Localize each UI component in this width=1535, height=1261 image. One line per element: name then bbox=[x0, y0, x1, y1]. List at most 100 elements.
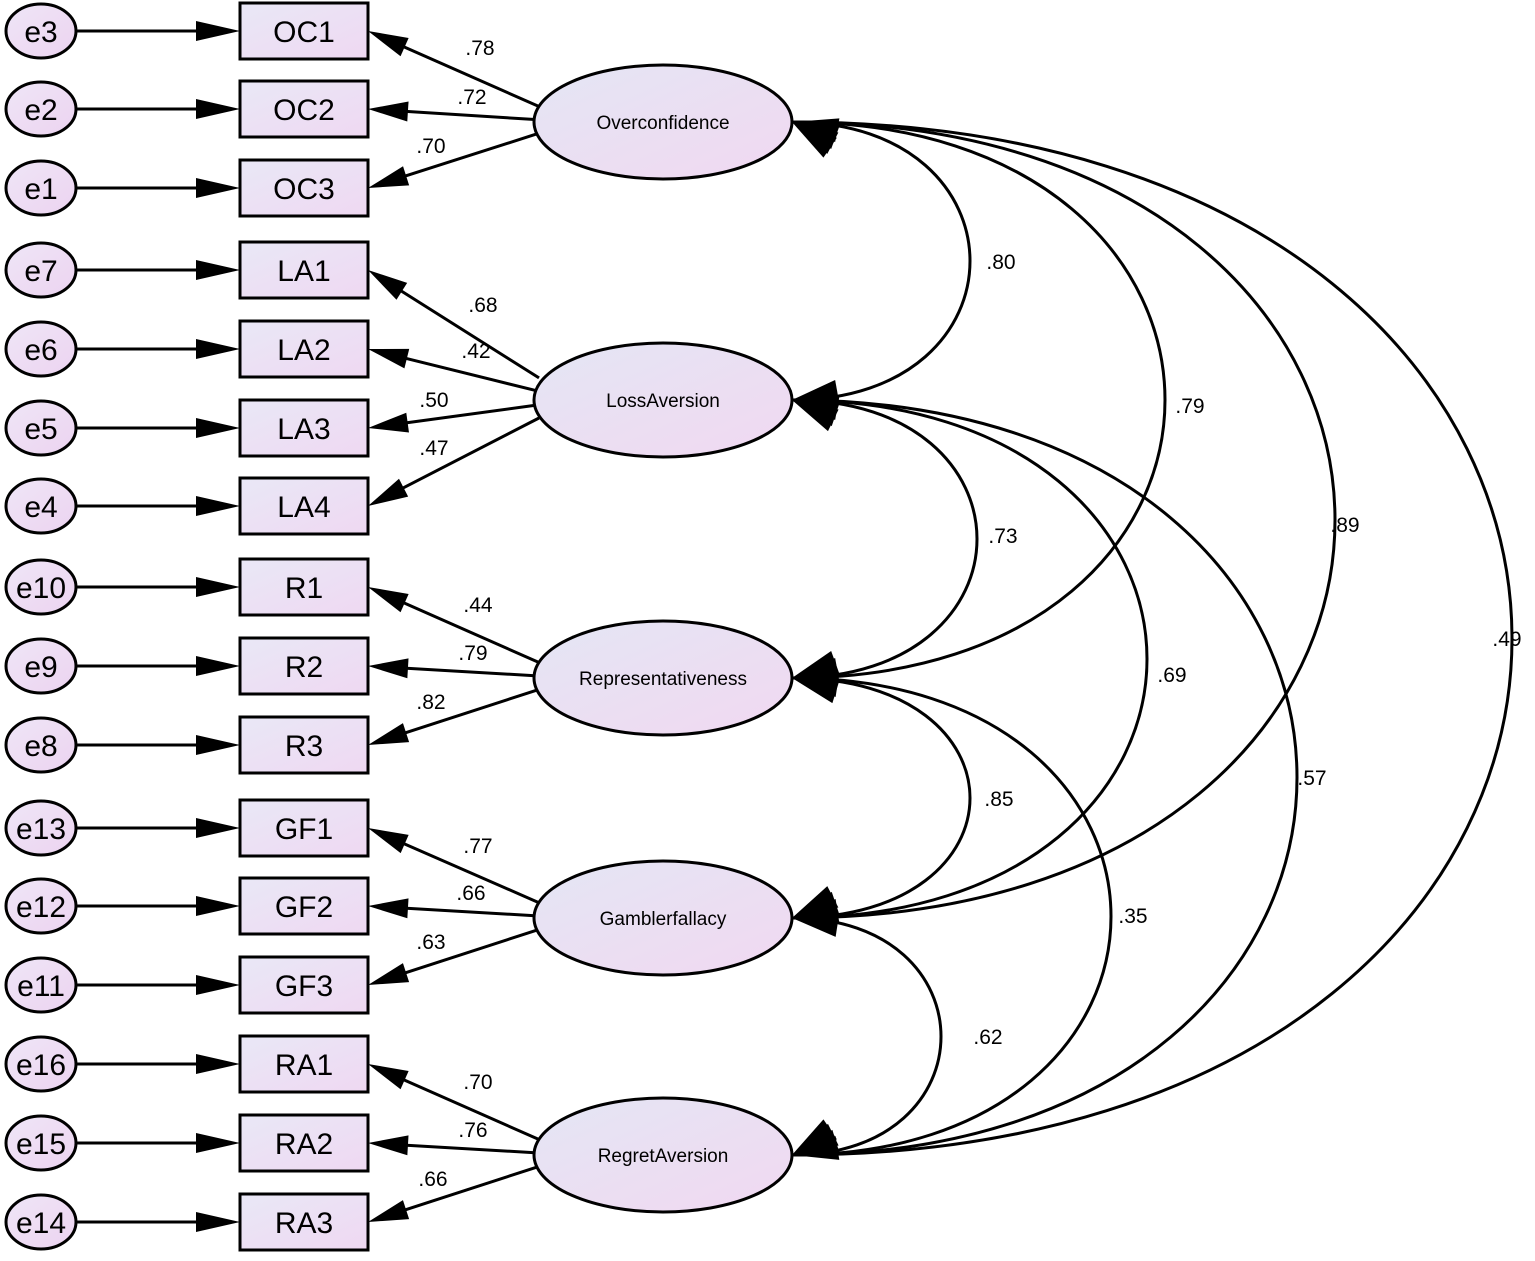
latent-regretaversion bbox=[532, 1096, 794, 1214]
error-node-e12 bbox=[4, 877, 78, 935]
arrowhead-ra1 bbox=[368, 1064, 409, 1090]
correlation-value-oc-ra: .49 bbox=[1492, 628, 1521, 651]
error-node-e15 bbox=[4, 1114, 78, 1172]
loading-value-ra3: .66 bbox=[418, 1168, 447, 1191]
arrowhead-la1 bbox=[368, 270, 408, 300]
error-node-e4 bbox=[4, 477, 78, 535]
loading-value-la3: .50 bbox=[419, 389, 448, 412]
arrowhead-oc2 bbox=[368, 101, 409, 122]
indicator-label-ra2: RA2 bbox=[275, 1128, 333, 1161]
arrowhead-e10 bbox=[196, 577, 240, 597]
loading-value-r2: .79 bbox=[458, 642, 487, 665]
indicator-box-gf2 bbox=[238, 876, 370, 936]
arrowhead-e4 bbox=[196, 496, 240, 516]
indicator-label-oc1: OC1 bbox=[273, 16, 335, 49]
indicator-box-la3 bbox=[238, 398, 370, 458]
indicator-box-gf3 bbox=[238, 955, 370, 1015]
indicator-box-ra3 bbox=[238, 1192, 370, 1252]
error-label-e6: e6 bbox=[24, 334, 57, 367]
indicator-box-la2 bbox=[238, 319, 370, 379]
loading-path-gf3 bbox=[396, 927, 540, 978]
arrowhead-e16 bbox=[196, 1054, 240, 1074]
correlation-arc-gf-ra bbox=[791, 916, 943, 1157]
error-label-e11: e11 bbox=[17, 970, 65, 1003]
error-label-e9: e9 bbox=[24, 651, 57, 684]
indicator-label-gf2: GF2 bbox=[275, 891, 333, 924]
arrowhead-r3 bbox=[368, 723, 410, 745]
arrowhead-oc3 bbox=[368, 166, 410, 188]
latent-overconfidence bbox=[532, 63, 794, 181]
error-node-e16 bbox=[4, 1035, 78, 1093]
error-label-e4: e4 bbox=[24, 491, 57, 524]
arrowhead-e13 bbox=[196, 818, 240, 838]
error-node-e14 bbox=[4, 1193, 78, 1251]
loading-value-la1: .68 bbox=[468, 294, 497, 317]
loading-path-oc1 bbox=[394, 41, 540, 108]
loading-path-r3 bbox=[396, 687, 540, 738]
loading-path-ra1 bbox=[394, 1074, 540, 1141]
arrowhead-la4 bbox=[368, 478, 409, 506]
correlation-arc-r-ra bbox=[791, 676, 1113, 1157]
correlation-arc-oc-la bbox=[791, 120, 972, 402]
error-node-e9 bbox=[4, 637, 78, 695]
loading-value-oc2: .72 bbox=[457, 86, 486, 109]
indicator-label-r1: R1 bbox=[285, 572, 323, 605]
arrowhead-gf1 bbox=[368, 828, 409, 854]
indicator-box-ra2 bbox=[238, 1113, 370, 1173]
arrowhead-la2 bbox=[368, 348, 410, 369]
measurement-paths bbox=[76, 21, 540, 1232]
arrowhead-e9 bbox=[196, 656, 240, 676]
error-node-e7 bbox=[4, 241, 78, 299]
loading-path-ra3 bbox=[396, 1164, 540, 1215]
correlation-value-gf-ra: .62 bbox=[973, 1026, 1002, 1049]
arc-arrowhead-la-ra-start bbox=[792, 400, 839, 432]
arc-arrowhead-gf-ra-start bbox=[792, 913, 840, 937]
loading-path-ra2 bbox=[397, 1143, 540, 1155]
latent-label-regretaversion: RegretAversion bbox=[598, 1146, 729, 1167]
indicator-box-oc1 bbox=[238, 1, 370, 61]
loading-path-r1 bbox=[394, 597, 540, 664]
error-node-e1 bbox=[4, 159, 78, 217]
correlation-arc-la-gf bbox=[791, 398, 1149, 920]
loading-value-gf2: .66 bbox=[456, 882, 485, 905]
error-label-e15: e15 bbox=[16, 1128, 66, 1161]
arrowhead-e12 bbox=[196, 896, 240, 916]
correlation-value-la-gf: .69 bbox=[1157, 664, 1186, 687]
error-label-e13: e13 bbox=[16, 813, 66, 846]
arrowhead-e2 bbox=[196, 99, 240, 119]
error-node-e5 bbox=[4, 399, 78, 457]
loading-path-r2 bbox=[397, 666, 540, 678]
indicator-label-r2: R2 bbox=[285, 651, 323, 684]
loading-value-gf3: .63 bbox=[416, 931, 445, 954]
correlation-arc-la-r bbox=[791, 398, 979, 680]
error-node-e2 bbox=[4, 80, 78, 138]
arrowhead-e6 bbox=[196, 339, 240, 359]
loading-path-gf2 bbox=[397, 906, 540, 918]
error-node-e13 bbox=[4, 799, 78, 857]
indicator-label-la3: LA3 bbox=[277, 413, 330, 446]
arrowhead-e15 bbox=[196, 1133, 240, 1153]
error-label-e8: e8 bbox=[24, 730, 57, 763]
error-label-e3: e3 bbox=[24, 16, 57, 49]
arrowhead-e11 bbox=[196, 975, 240, 995]
indicator-label-ra1: RA1 bbox=[275, 1049, 333, 1082]
indicator-label-r3: R3 bbox=[285, 730, 323, 763]
arrowhead-r1 bbox=[368, 587, 409, 613]
arrowhead-oc1 bbox=[368, 31, 409, 57]
indicator-label-ra3: RA3 bbox=[275, 1207, 333, 1240]
arrowhead-e7 bbox=[196, 260, 240, 280]
loading-path-gf1 bbox=[394, 838, 540, 905]
indicator-label-la2: LA2 bbox=[277, 334, 330, 367]
loading-value-la4: .47 bbox=[419, 437, 448, 460]
arrowhead-la3 bbox=[368, 412, 409, 433]
error-node-e6 bbox=[4, 320, 78, 378]
correlation-arc-la-ra bbox=[791, 398, 1299, 1157]
correlation-arc-oc-ra bbox=[791, 120, 1514, 1157]
indicator-label-oc2: OC2 bbox=[273, 94, 335, 127]
arrowhead-e1 bbox=[196, 178, 240, 198]
indicator-label-la4: LA4 bbox=[277, 491, 330, 524]
loading-value-r1: .44 bbox=[463, 594, 493, 617]
arrowhead-e3 bbox=[196, 21, 240, 41]
arrowhead-e8 bbox=[196, 735, 240, 755]
